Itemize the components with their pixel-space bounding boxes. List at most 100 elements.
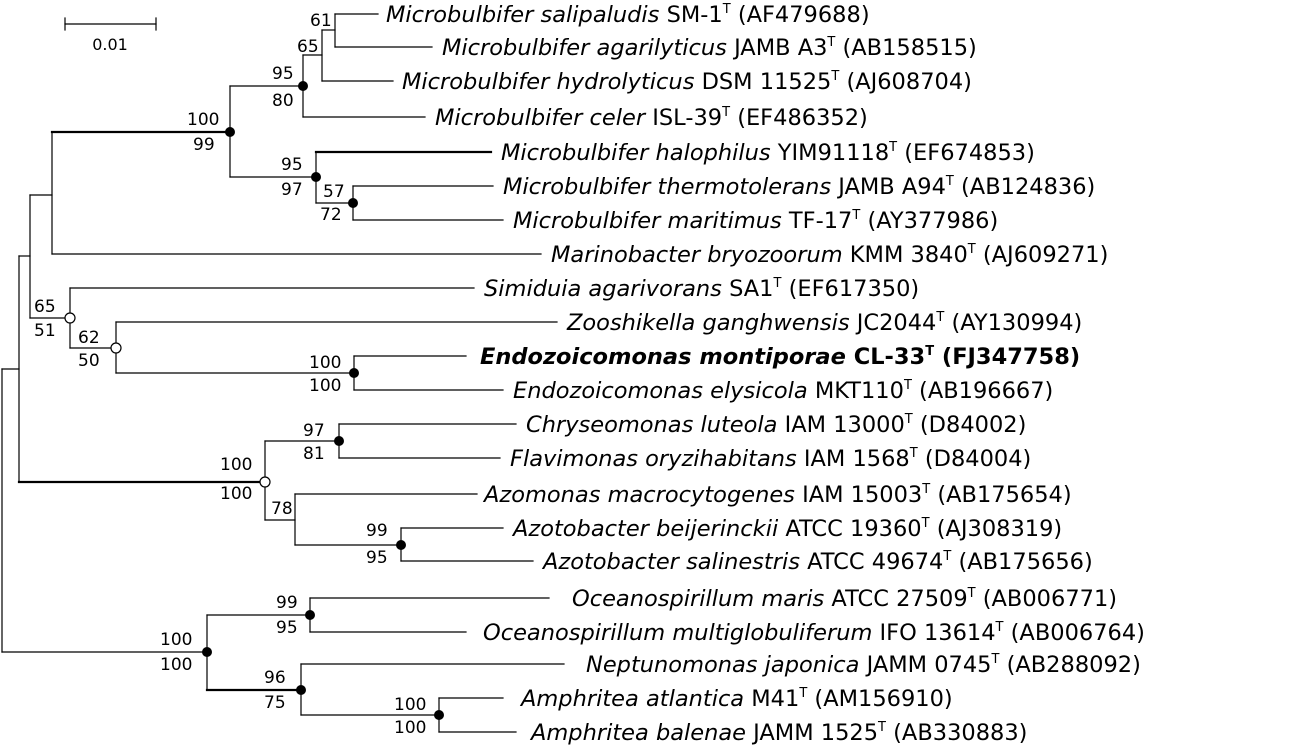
- taxon-label: Microbulbifer halophilus YIM91118T (EF67…: [501, 140, 1035, 166]
- taxon-label: Microbulbifer thermotolerans JAMB A94T (…: [503, 174, 1095, 200]
- taxon-species: Endozoicomonas elysicola: [513, 378, 808, 404]
- type-strain-mark: T: [721, 105, 730, 120]
- type-strain-mark: T: [722, 2, 731, 17]
- taxon-label: Oceanospirillum multiglobuliferum IFO 13…: [483, 620, 1145, 646]
- filled-node-marker: [348, 198, 358, 208]
- support-value: 95: [276, 618, 298, 638]
- taxon-accession: (AJ308319): [937, 516, 1062, 542]
- filled-node-marker: [396, 540, 406, 550]
- support-value: 65: [297, 37, 319, 57]
- taxon-accession: (AB288092): [1007, 652, 1141, 678]
- taxon-species: Flavimonas oryzihabitans: [510, 446, 797, 472]
- type-strain-mark: T: [990, 652, 999, 667]
- support-value: 61: [310, 11, 332, 31]
- taxon-species: Endozoicomonas montiporae: [480, 344, 846, 370]
- taxon-accession: (AB196667): [919, 378, 1053, 404]
- taxon-strain: JAMB A3: [732, 35, 827, 61]
- taxon-species: Azomonas macrocytogenes: [482, 482, 795, 508]
- type-strain-mark: T: [798, 686, 807, 701]
- support-value: 100: [394, 695, 426, 715]
- taxon-species: Simiduia agarivorans: [484, 276, 722, 302]
- taxon-species: Microbulbifer salipaludis: [386, 2, 660, 28]
- taxon-strain: SA1: [729, 276, 773, 302]
- taxon-accession: (AB006764): [1011, 620, 1145, 646]
- support-value: 50: [78, 351, 100, 371]
- taxon-accession: (AB175656): [958, 549, 1092, 575]
- filled-node-marker: [434, 710, 444, 720]
- taxon-species: Oceanospirillum multiglobuliferum: [483, 620, 872, 646]
- type-strain-mark: T: [903, 378, 912, 393]
- support-value: 99: [193, 135, 215, 155]
- taxon-accession: (AY377986): [867, 208, 998, 234]
- filled-node-marker: [202, 647, 212, 657]
- filled-node-marker: [298, 81, 308, 91]
- taxon-label: Microbulbifer hydrolyticus DSM 11525T (A…: [402, 69, 972, 95]
- taxon-label: Amphritea balenae JAMM 1525T (AB330883): [529, 720, 1027, 746]
- type-strain-mark: T: [772, 276, 781, 291]
- open-node-marker: [259, 476, 271, 488]
- taxon-accession: (D84004): [925, 446, 1031, 472]
- support-value: 57: [323, 182, 345, 202]
- scale-bar: 0.01: [64, 17, 157, 54]
- support-value: 80: [272, 91, 294, 111]
- support-value: 95: [366, 548, 388, 568]
- support-value: 99: [366, 521, 388, 541]
- type-strain-mark: T: [888, 140, 897, 155]
- type-strain-mark: T: [925, 344, 934, 359]
- filled-node-marker: [334, 436, 344, 446]
- taxon-strain: TF-17: [788, 208, 852, 234]
- taxon-label: Neptunomonas japonica JAMM 0745T (AB2880…: [586, 652, 1141, 678]
- taxon-label: Flavimonas oryzihabitans IAM 1568T (D840…: [510, 446, 1031, 472]
- support-value: 100: [309, 376, 341, 396]
- type-strain-mark: T: [877, 720, 886, 735]
- filled-node-marker: [349, 368, 359, 378]
- taxon-strain: MKT110: [815, 378, 904, 404]
- taxon-species: Microbulbifer agarilyticus: [442, 35, 727, 61]
- taxon-strain: IAM 13000: [785, 412, 905, 438]
- taxon-label: Azomonas macrocytogenes IAM 15003T (AB17…: [482, 482, 1072, 508]
- taxon-strain: ATCC 49674: [807, 549, 943, 575]
- type-strain-mark: T: [967, 242, 976, 257]
- taxon-strain: IAM 1568: [804, 446, 910, 472]
- taxon-accession: (AB158515): [843, 35, 977, 61]
- taxon-strain: JAMM 0745: [865, 652, 992, 678]
- filled-node-marker: [305, 610, 315, 620]
- open-node-marker: [64, 312, 76, 324]
- taxon-label: Simiduia agarivorans SA1T (EF617350): [484, 276, 919, 302]
- node-markers: [64, 81, 444, 720]
- taxon-species: Amphritea balenae: [529, 720, 746, 746]
- taxon-label: Amphritea atlantica M41T (AM156910): [519, 686, 953, 712]
- support-value: 100: [309, 353, 341, 373]
- taxon-accession: (EF486352): [737, 105, 868, 131]
- type-strain-mark: T: [826, 35, 835, 50]
- taxon-strain: IAM 15003: [802, 482, 922, 508]
- taxon-label: Azotobacter beijerinckii ATCC 19360T (AJ…: [511, 516, 1062, 542]
- taxon-strain: YIM91118: [777, 140, 889, 166]
- type-strain-mark: T: [904, 412, 913, 427]
- type-strain-mark: T: [830, 69, 839, 84]
- taxon-strain: JAMM 1525: [751, 720, 878, 746]
- taxon-accession: (FJ347758): [942, 344, 1080, 370]
- taxon-label: Chryseomonas luteola IAM 13000T (D84002): [526, 412, 1026, 438]
- scale-bar-label: 0.01: [92, 35, 128, 54]
- support-value: 100: [187, 110, 219, 130]
- type-strain-mark: T: [921, 482, 930, 497]
- taxon-species: Microbulbifer halophilus: [501, 140, 771, 166]
- taxon-label: Azotobacter salinestris ATCC 49674T (AB1…: [541, 549, 1093, 575]
- taxon-accession: (AB330883): [893, 720, 1027, 746]
- support-value: 100: [160, 630, 192, 650]
- type-strain-mark: T: [945, 174, 954, 189]
- type-strain-mark: T: [851, 208, 860, 223]
- taxon-species: Chryseomonas luteola: [526, 412, 777, 438]
- taxon-species: Microbulbifer maritimus: [513, 208, 782, 234]
- taxon-strain: JC2044: [855, 310, 937, 336]
- taxon-strain: JAMB A94: [836, 174, 946, 200]
- taxon-strain: ISL-39: [652, 105, 722, 131]
- type-strain-mark: T: [909, 446, 918, 461]
- taxon-species: Microbulbifer thermotolerans: [503, 174, 831, 200]
- taxon-accession: (EF617350): [789, 276, 920, 302]
- taxon-label-highlighted: Endozoicomonas montiporae CL-33T (FJ3477…: [480, 344, 1080, 370]
- taxon-accession: (AB124836): [961, 174, 1095, 200]
- support-value: 95: [272, 64, 294, 84]
- taxon-species: Zooshikella ganghwensis: [566, 310, 850, 336]
